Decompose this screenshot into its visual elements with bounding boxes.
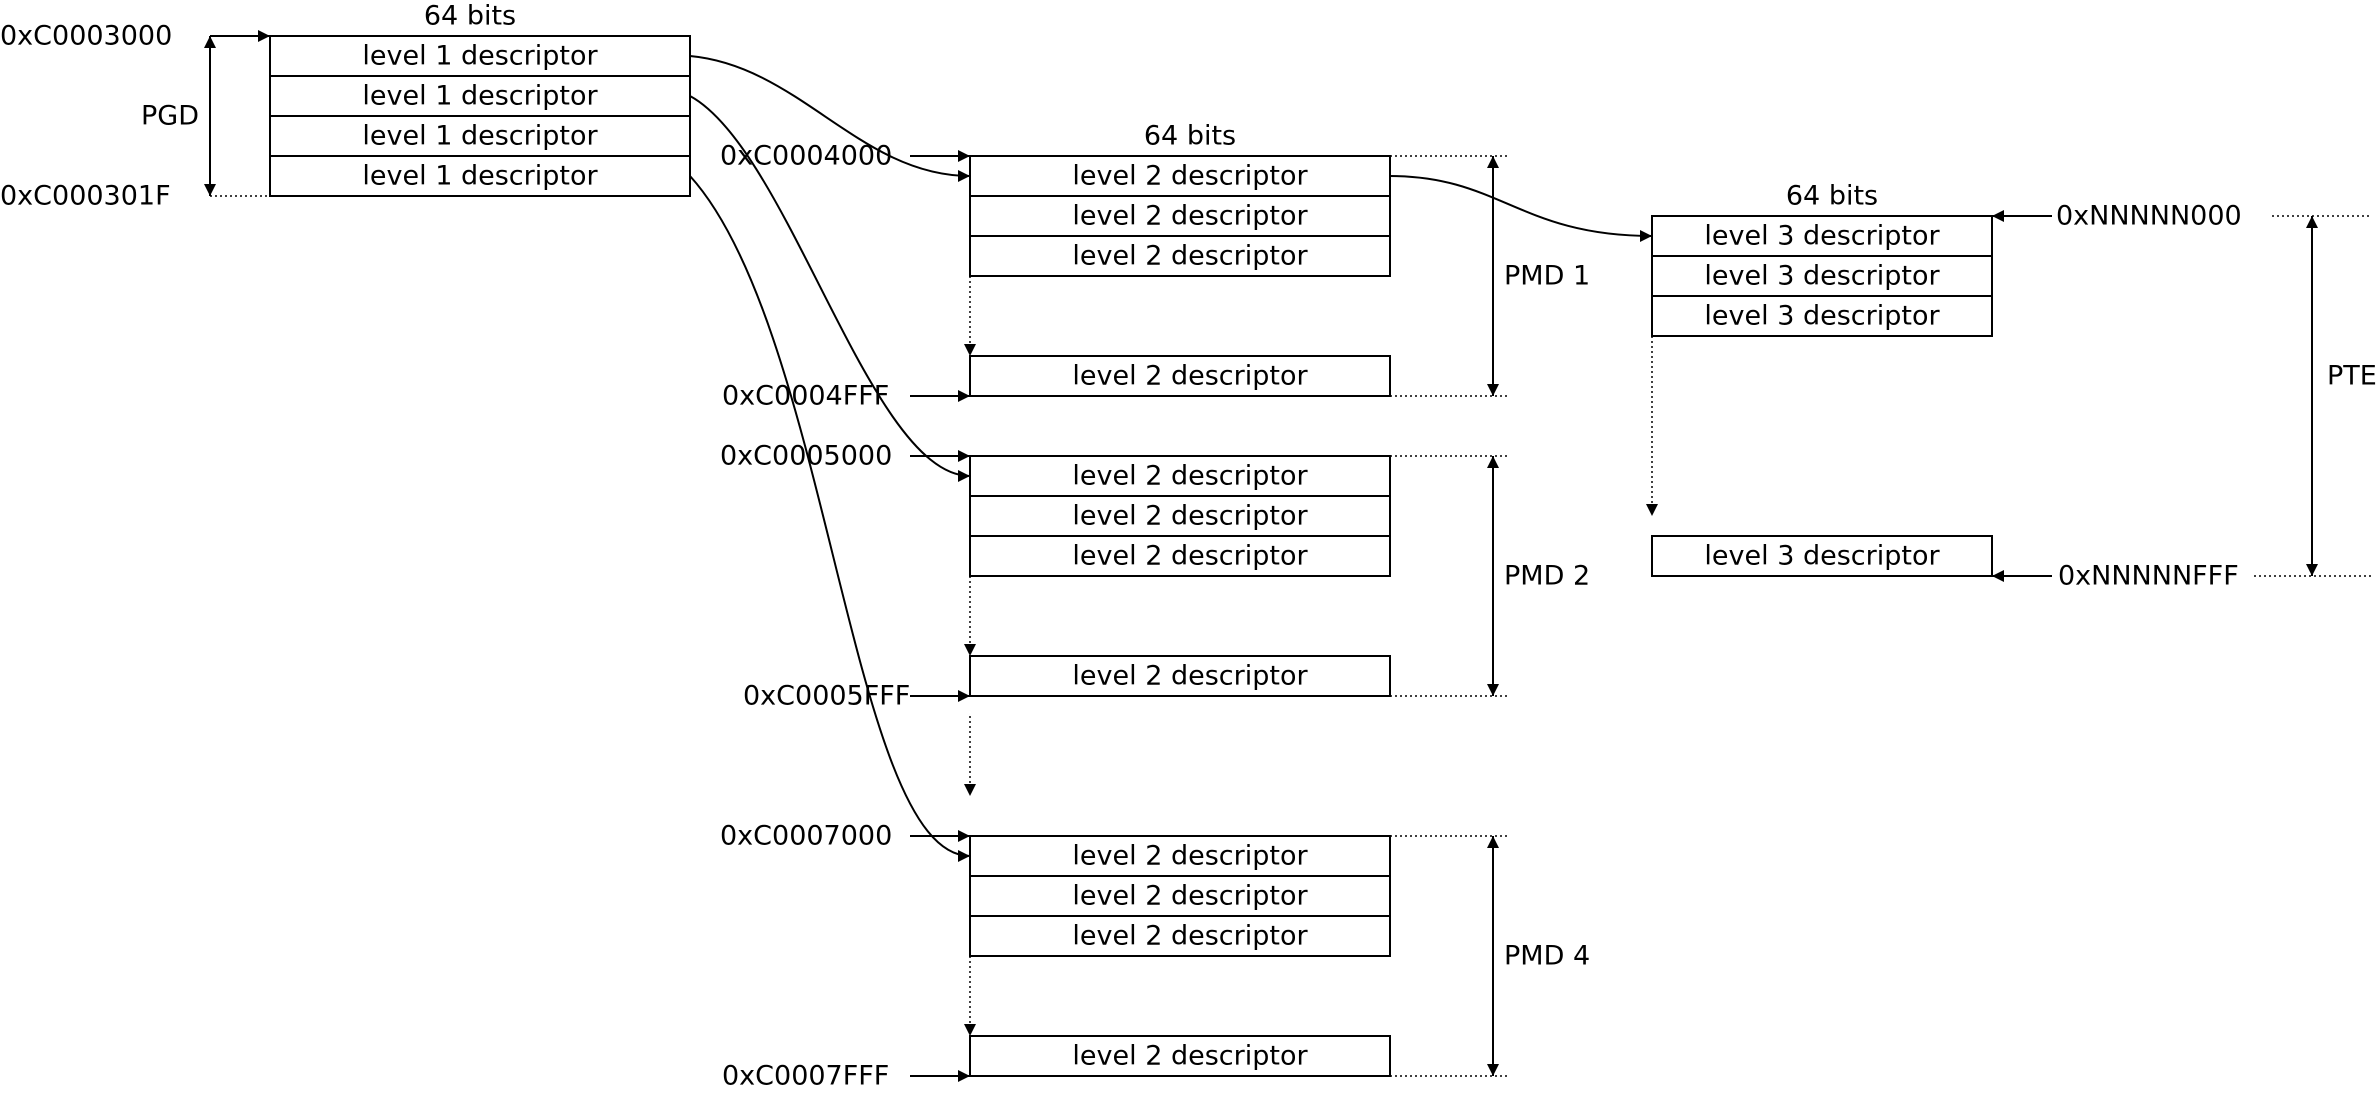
pmd2-descriptor-3	[969, 535, 1391, 577]
pte-descriptor-2	[1651, 255, 1993, 297]
pgd-table: 64 bits 0xC0003000 0xC000301F PGD level …	[0, 1, 691, 212]
pmd4-descriptor-2-label: level 2 descriptor	[1072, 881, 1308, 912]
pmd4-descriptor-2	[969, 875, 1391, 917]
pmd1-end-address: 0xC0004FFF	[722, 381, 889, 412]
pmd2-descriptor-2	[969, 495, 1391, 537]
pmd1-to-pte-curve	[1389, 175, 1653, 242]
pte-descriptor-3	[1651, 295, 1993, 337]
pte-start-address: 0xNNNNN000	[2056, 201, 2242, 232]
pte-table: 64 bits 0xNNNNN000 0xNNNNNFFF PTE level …	[1646, 181, 2377, 592]
pmd2-descriptor-last	[969, 655, 1391, 697]
pmd4-descriptor-3-label: level 2 descriptor	[1072, 921, 1308, 952]
pte-descriptor-last-label: level 3 descriptor	[1704, 541, 1940, 572]
pmd2-descriptor-1-label: level 2 descriptor	[1072, 461, 1308, 492]
pgd-descriptor-1	[269, 35, 691, 77]
pmd-table-2: 0xC0005000 0xC0005FFF PMD 2 level 2 desc…	[720, 441, 1590, 712]
pmd1-descriptor-3-label: level 2 descriptor	[1072, 241, 1308, 272]
pgd1-to-pmd1-curve	[689, 55, 971, 182]
pte-end-address: 0xNNNNNFFF	[2058, 561, 2239, 592]
pmd2-descriptor-1	[969, 455, 1391, 497]
pgd-start-address: 0xC0003000	[0, 21, 172, 52]
pmd4-name: PMD 4	[1504, 941, 1590, 972]
pmd-width-label: 64 bits	[1144, 121, 1236, 152]
pgd-name: PGD	[141, 101, 199, 132]
pmd4-start-address: 0xC0007000	[720, 821, 892, 852]
pgd-descriptor-2-label: level 1 descriptor	[362, 81, 598, 112]
pmd4-descriptor-1-label: level 2 descriptor	[1072, 841, 1308, 872]
pmd1-descriptor-1-label: level 2 descriptor	[1072, 161, 1308, 192]
pmd1-name: PMD 1	[1504, 261, 1590, 292]
pmd2-descriptor-2-label: level 2 descriptor	[1072, 501, 1308, 532]
pte-descriptor-1	[1651, 215, 1993, 257]
pmd4-descriptor-last	[969, 1035, 1391, 1077]
pte-descriptor-last	[1651, 535, 1993, 577]
pmd4-descriptor-3	[969, 915, 1391, 957]
pgd-descriptor-1-label: level 1 descriptor	[362, 41, 598, 72]
pmd1-descriptor-last-label: level 2 descriptor	[1072, 361, 1308, 392]
pmd-table-4: 0xC0007000 0xC0007FFF PMD 4 level 2 desc…	[720, 821, 1590, 1092]
pgd-descriptor-2	[269, 75, 691, 117]
pte-descriptor-3-label: level 3 descriptor	[1704, 301, 1940, 332]
pmd1-descriptor-last	[969, 355, 1391, 397]
pte-width-label: 64 bits	[1786, 181, 1878, 212]
pmd1-descriptor-3	[969, 235, 1391, 277]
pmd2-descriptor-last-label: level 2 descriptor	[1072, 661, 1308, 692]
pte-descriptor-1-label: level 3 descriptor	[1704, 221, 1940, 252]
pgd-end-address: 0xC000301F	[0, 181, 171, 212]
pgd2-to-pmd2-curve	[689, 95, 971, 482]
pgd-width-label: 64 bits	[424, 1, 516, 32]
pte-name: PTE	[2327, 361, 2377, 392]
pmd2-end-address: 0xC0005FFF	[743, 681, 910, 712]
pmd2-descriptor-3-label: level 2 descriptor	[1072, 541, 1308, 572]
pmd1-start-address: 0xC0004000	[720, 141, 892, 172]
pgd-descriptor-4-label: level 1 descriptor	[362, 161, 598, 192]
pmd2-name: PMD 2	[1504, 561, 1590, 592]
pmd-table-1: 64 bits 0xC0004000 0xC0004FFF PMD 1 leve…	[720, 121, 1590, 412]
pmd2-start-address: 0xC0005000	[720, 441, 892, 472]
pmd1-descriptor-2-label: level 2 descriptor	[1072, 201, 1308, 232]
pgd4-to-pmd4-curve	[689, 175, 971, 862]
pmd4-descriptor-last-label: level 2 descriptor	[1072, 1041, 1308, 1072]
pte-descriptor-2-label: level 3 descriptor	[1704, 261, 1940, 292]
pgd-descriptor-3-label: level 1 descriptor	[362, 121, 598, 152]
pmd4-end-address: 0xC0007FFF	[722, 1061, 889, 1092]
